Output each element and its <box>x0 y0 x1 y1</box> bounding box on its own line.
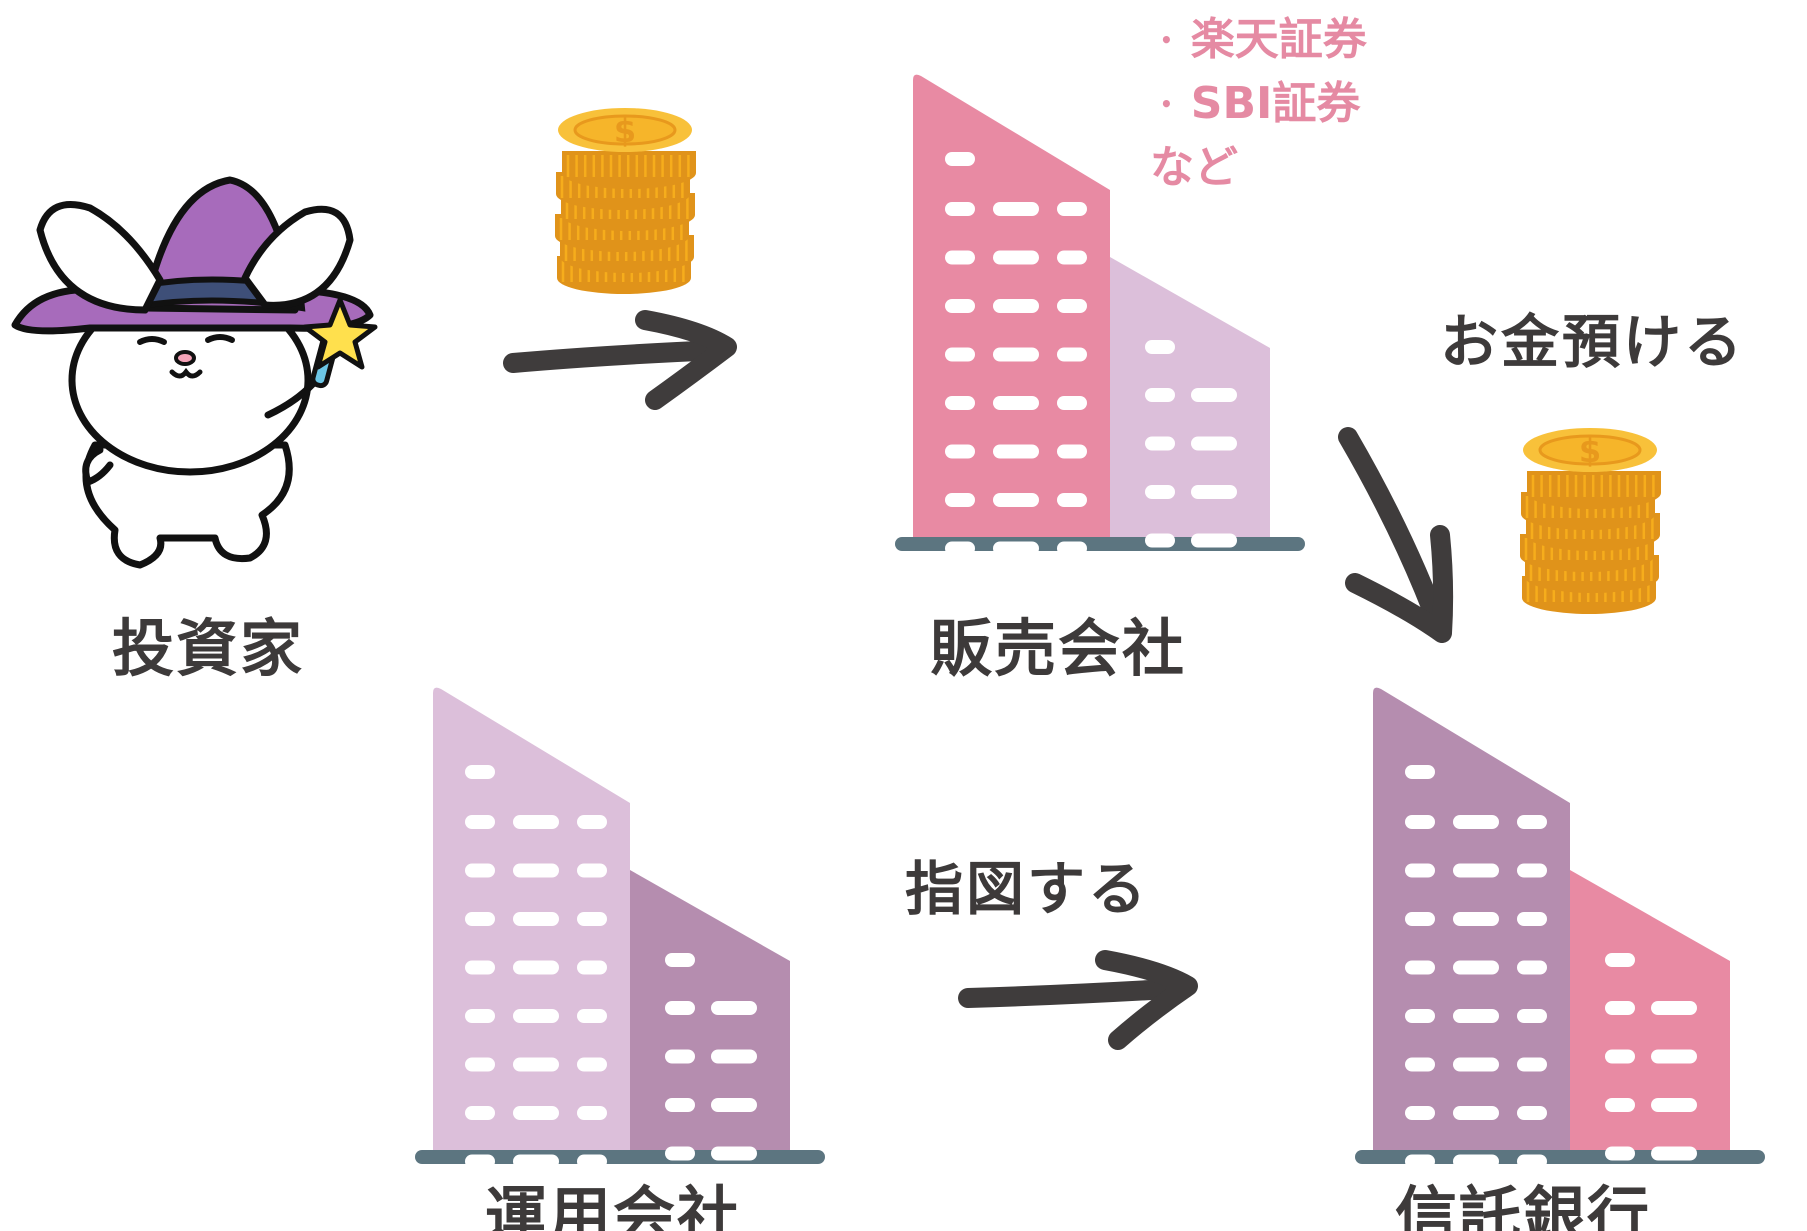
building-icon <box>1355 687 1765 1169</box>
investor-label: 投資家 <box>112 612 305 685</box>
building-icon <box>415 687 825 1169</box>
arrow-icon <box>1338 427 1454 643</box>
coin-stack-icon: $ <box>1520 428 1661 614</box>
building-icon <box>895 74 1305 556</box>
broker-list: •楽天証券 •SBI証券 など <box>1150 8 1367 200</box>
broker-item: •楽天証券 <box>1160 14 1367 65</box>
deposit-label: お金預ける <box>1440 308 1746 376</box>
trust-bank-label: 信託銀行 <box>1395 1179 1652 1231</box>
broker-etc: など <box>1150 142 1238 193</box>
rabbit-wizard-icon <box>11 176 378 569</box>
coin-stack-icon: $ <box>555 108 696 294</box>
svg-text:$: $ <box>1579 432 1601 470</box>
broker-item: •SBI証券 <box>1160 78 1361 129</box>
instruct-label: 指図する <box>905 855 1150 923</box>
svg-text:$: $ <box>614 112 636 150</box>
arrow-icon <box>503 310 737 410</box>
sales-company-label: 販売会社 <box>930 612 1187 685</box>
arrow-icon <box>958 950 1198 1050</box>
management-company-label: 運用会社 <box>485 1179 742 1231</box>
